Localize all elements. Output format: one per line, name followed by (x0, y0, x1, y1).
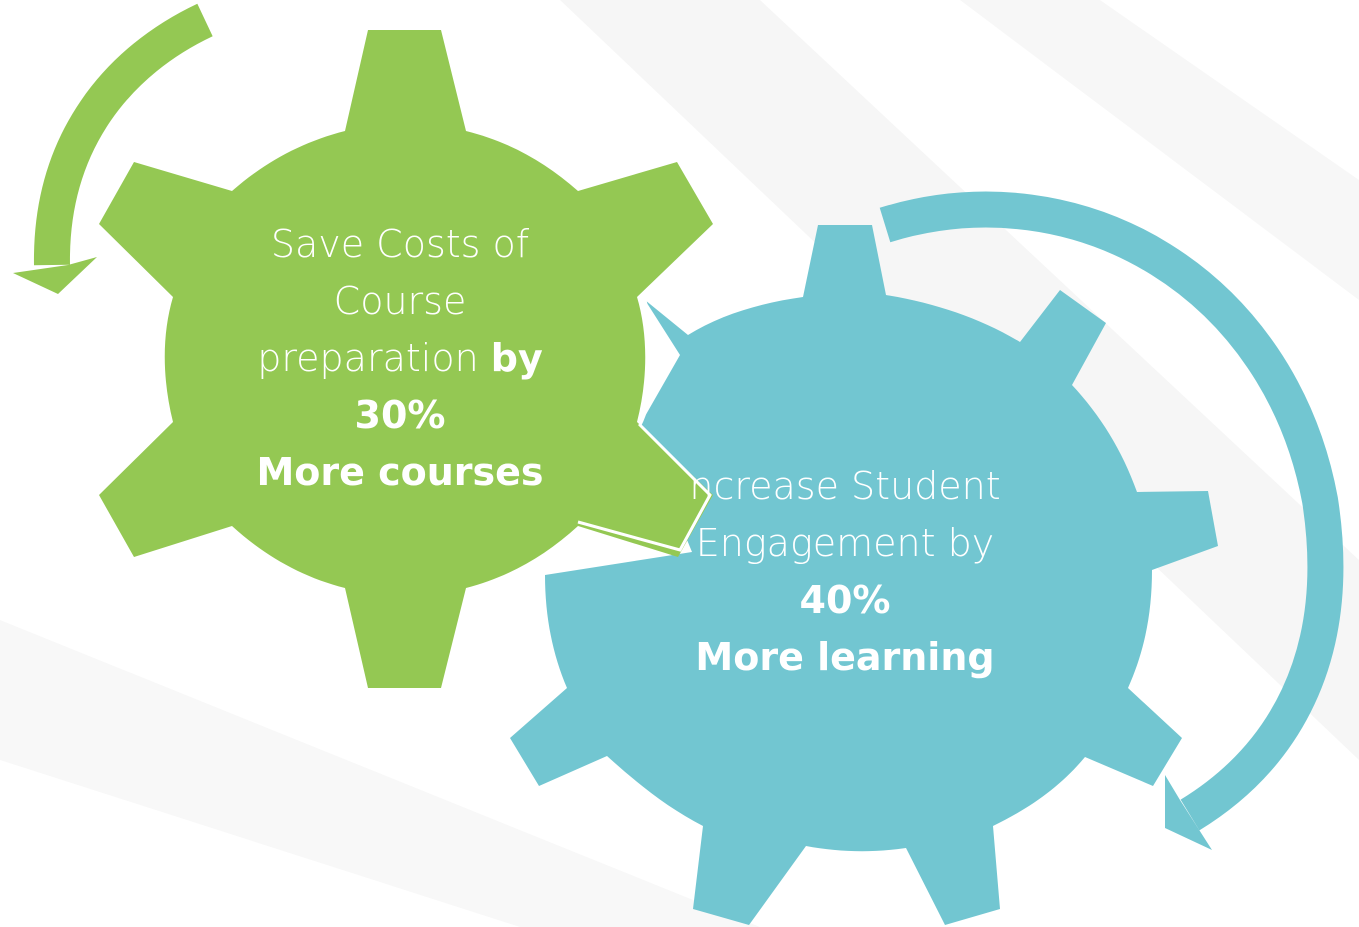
green-line-4: 30% (230, 387, 570, 444)
green-line-1: Save Costs of (270, 222, 530, 266)
green-result: More courses (256, 450, 544, 494)
green-line-3: preparation by (230, 330, 570, 387)
blue-line-1: ncrease Student (689, 464, 1001, 508)
blue-gear (510, 225, 1218, 925)
green-line-2: Course (333, 279, 467, 323)
green-line-3-regular: preparation (257, 336, 491, 380)
green-gear-label: Save Costs of Course preparation by 30% … (230, 216, 570, 501)
green-line-3-bold: by (490, 336, 543, 380)
blue-line-4: More learning (665, 629, 1025, 686)
blue-line-2: Engagement by (695, 521, 995, 565)
blue-result: More learning (695, 635, 995, 679)
green-percent: 30% (354, 393, 446, 437)
green-line-5: More courses (230, 444, 570, 501)
blue-percent: 40% (799, 578, 891, 622)
curved-arrow-blue-icon (879, 191, 1344, 850)
curved-arrow-green-icon (13, 3, 213, 294)
green-gear-edge (577, 299, 712, 552)
blue-gear-label: ncrease Student Engagement by 40% More l… (665, 458, 1025, 686)
blue-line-3: 40% (665, 572, 1025, 629)
green-gear (99, 30, 713, 688)
